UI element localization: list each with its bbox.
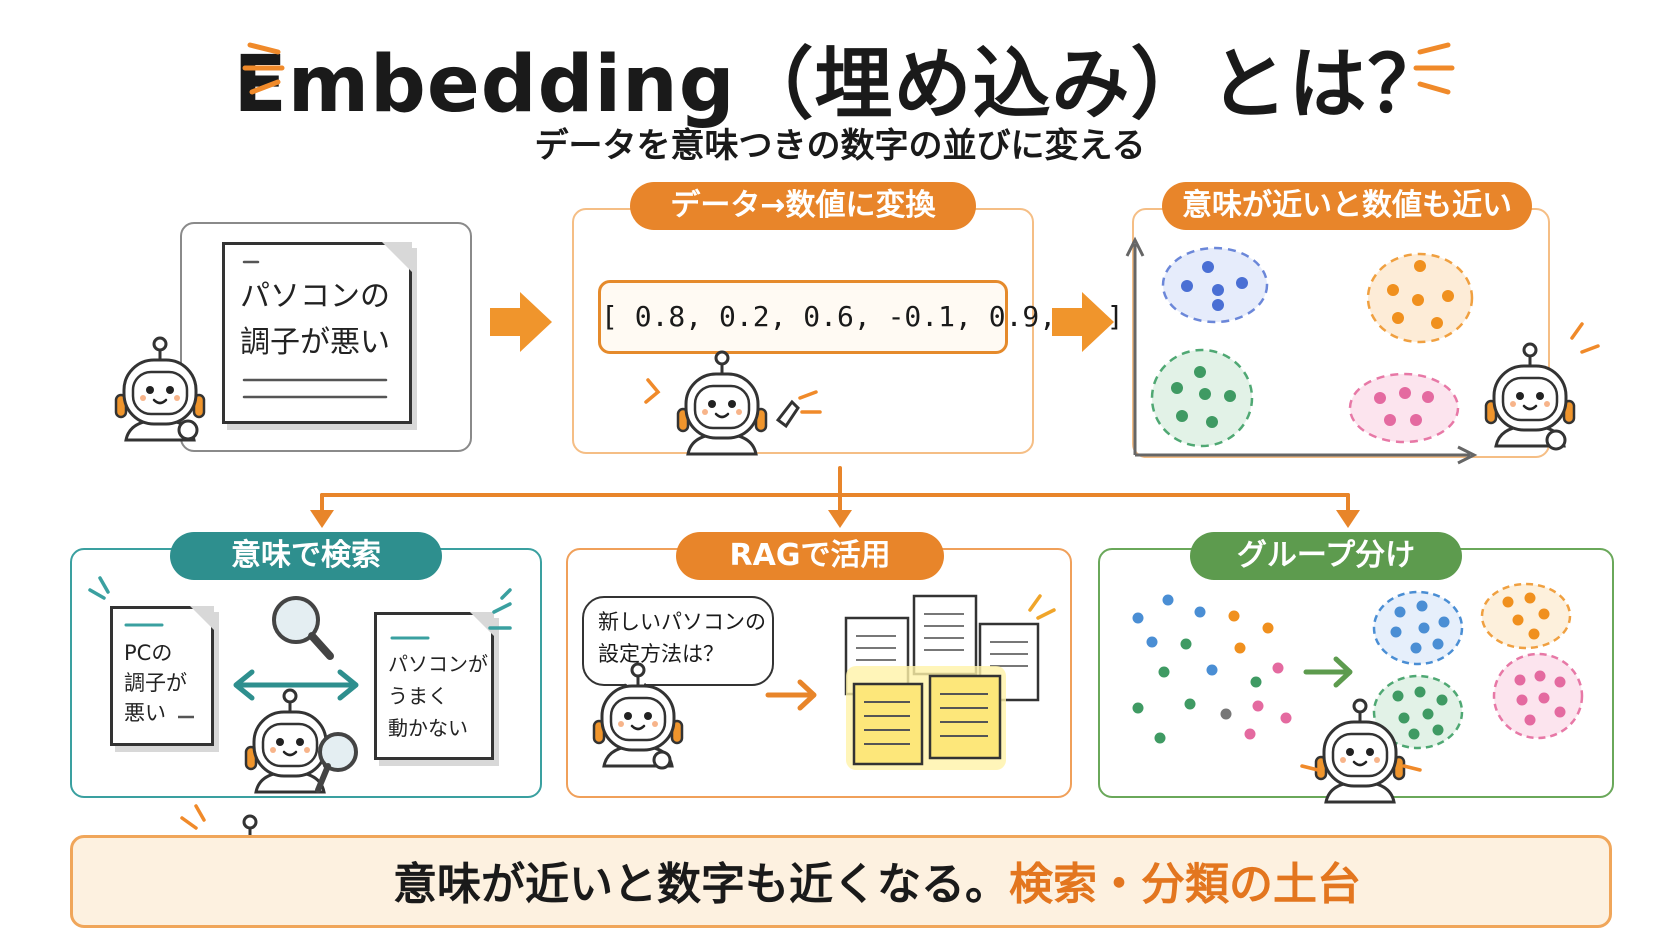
- convert-label: データ→数値に変換: [630, 182, 976, 230]
- search-label: 意味で検索: [170, 532, 442, 580]
- search-document-right: パソコンが うまく 動かない: [388, 652, 488, 740]
- summary-highlight: 検索・分類の土台: [1009, 859, 1361, 910]
- arrow-right-icon: [765, 679, 817, 711]
- page-subtitle: データを意味つきの数字の並びに変える: [534, 126, 1146, 166]
- pink-cluster: [1348, 372, 1460, 444]
- arrow-right-icon: [1303, 656, 1353, 688]
- summary-banner: 意味が近いと数字も近くなる。検索・分類の土台: [70, 835, 1612, 928]
- rag-label: RAGで活用: [676, 532, 944, 580]
- summary-main: 意味が近いと数字も近くなる。: [393, 859, 1009, 910]
- document-icon: [110, 606, 214, 746]
- similar-label: 意味が近いと数値も近い: [1162, 182, 1532, 230]
- group-label: グループ分け: [1190, 532, 1462, 580]
- magnifier-icon: [272, 596, 334, 660]
- page-title: Embedding（埋め込み）とは？: [233, 40, 1447, 130]
- question-speech-bubble: 新しいパソコンの 設定方法は？: [582, 596, 774, 686]
- document-icon: [222, 242, 412, 424]
- input-document-text: パソコンの 調子が悪い: [240, 279, 390, 360]
- summary-text: 意味が近いと数字も近くなる。検索・分類の土台: [393, 838, 1361, 931]
- double-arrow-icon: [233, 669, 359, 701]
- search-document-left: PCの 調子が 悪い: [124, 641, 187, 725]
